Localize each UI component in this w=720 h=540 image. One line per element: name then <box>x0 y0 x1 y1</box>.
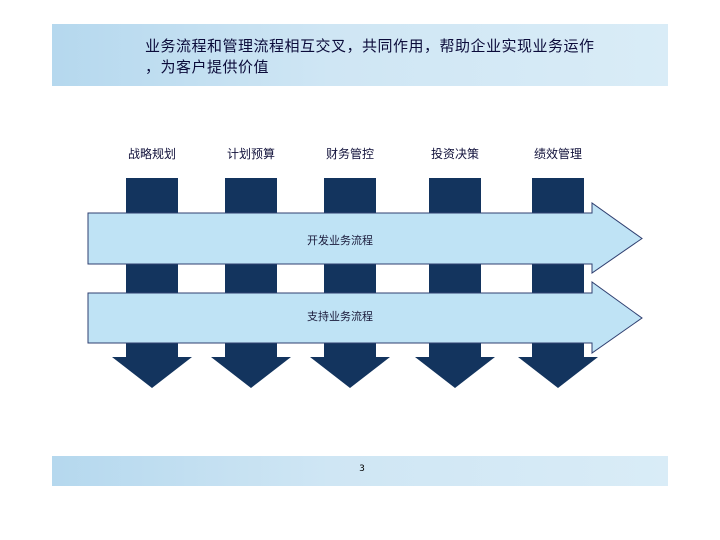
slide-title-line-1: 业务流程和管理流程相互交叉，共同作用，帮助企业实现业务运作 <box>145 37 595 55</box>
slide-title-line-2: ，为客户提供价值 <box>145 58 270 76</box>
header-banner <box>52 24 668 86</box>
business-process-arrows <box>87 202 643 354</box>
column-label-investment: 投资决策 <box>430 147 479 161</box>
page-number: 3 <box>359 464 365 474</box>
column-arrow-performance <box>518 178 598 388</box>
band-label-support: 支持业务流程 <box>307 310 373 323</box>
band-arrow-support <box>87 281 643 354</box>
column-label-strategy: 战略规划 <box>127 147 176 161</box>
management-process-arrows <box>112 178 598 388</box>
slide-title: 业务流程和管理流程相互交叉，共同作用，帮助企业实现业务运作 ，为客户提供价值 <box>145 36 665 78</box>
band-label-development: 开发业务流程 <box>307 234 373 247</box>
footer-banner <box>52 456 668 486</box>
column-arrow-finance <box>310 178 390 388</box>
column-label-budget: 计划预算 <box>226 147 275 161</box>
band-arrow-development <box>87 202 643 274</box>
column-label-performance: 绩效管理 <box>533 147 582 161</box>
column-arrow-budget <box>211 178 291 388</box>
column-arrow-strategy <box>112 178 192 388</box>
column-arrow-investment <box>415 178 495 388</box>
column-label-finance: 财务管控 <box>325 147 374 161</box>
